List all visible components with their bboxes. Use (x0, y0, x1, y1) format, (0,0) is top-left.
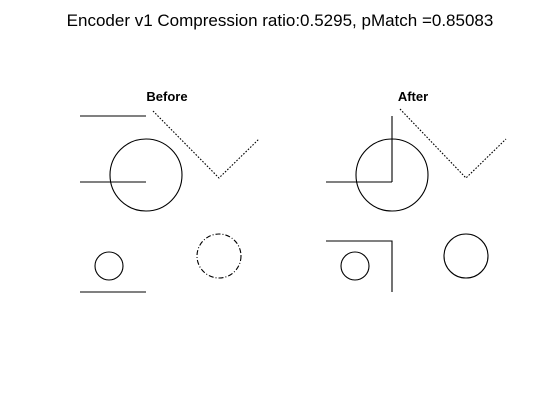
before-dotted-check-shape (152, 110, 260, 179)
after-small-circle (340, 251, 370, 281)
before-panel-title: Before (146, 89, 188, 104)
before-dashed-circle (196, 233, 242, 279)
before-large-circle (109, 138, 183, 212)
after-panel (326, 108, 507, 292)
before-small-circle (94, 251, 124, 281)
after-corner-bracket (326, 240, 393, 292)
after-panel-title: After (397, 89, 429, 104)
after-solid-circle (443, 233, 489, 279)
before-panel (80, 110, 260, 293)
after-dotted-check-shape (399, 108, 507, 179)
figure-title: Encoder v1 Compression ratio:0.5295, pMa… (66, 11, 494, 30)
